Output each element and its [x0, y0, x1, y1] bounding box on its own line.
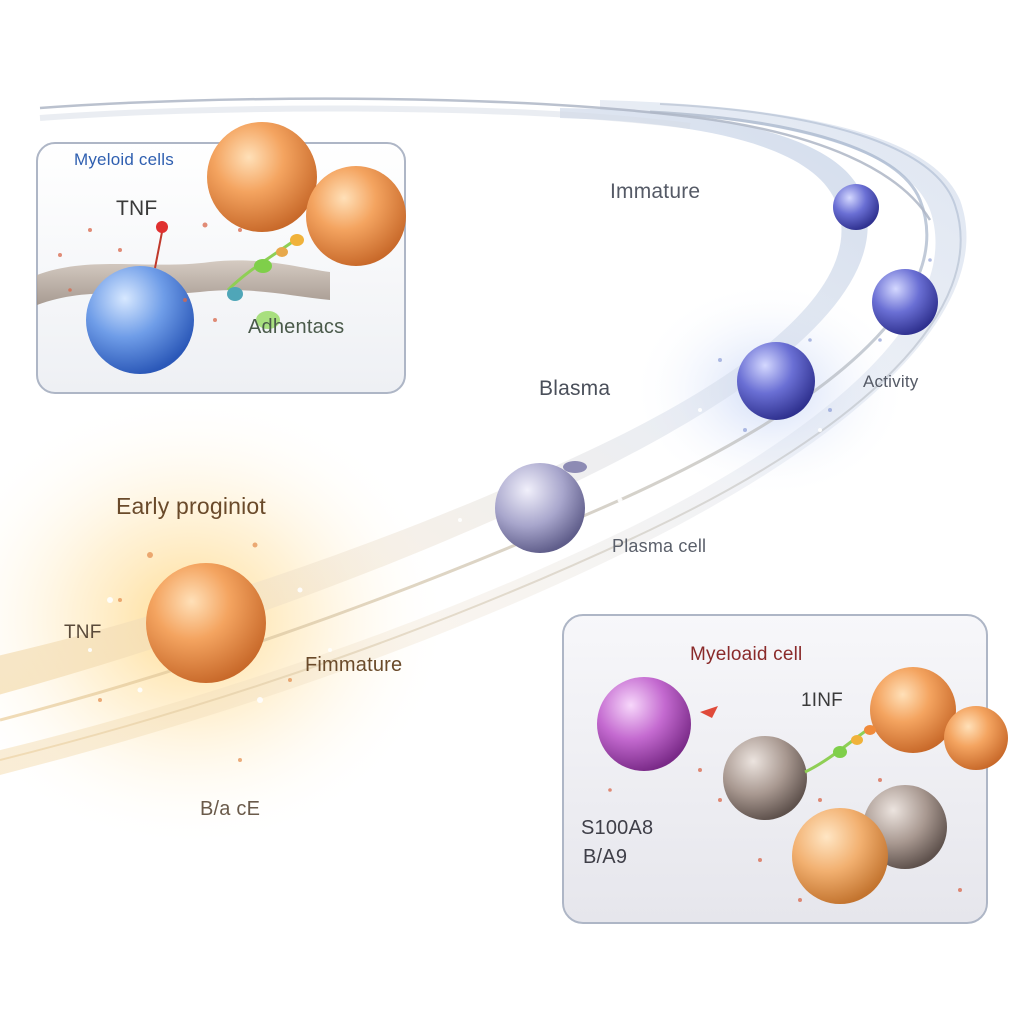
top-panel-tnf-label: TNF: [116, 197, 158, 220]
blasma-label: Blasma: [539, 377, 611, 400]
top-panel-adhesion-label: Adhentacs: [248, 316, 345, 338]
top-panel-title: Myeloid cells: [74, 150, 174, 169]
s100a8-label: S100A8: [581, 817, 654, 839]
bottom-panel-tnf-label: 1INF: [801, 690, 843, 711]
b-a9-label: B/A9: [583, 846, 628, 868]
fimmature-label: Fimmature: [305, 654, 403, 676]
tnf-left-label: TNF: [64, 622, 102, 643]
immature-label: Immature: [610, 180, 701, 203]
plasma-cell-label: Plasma cell: [612, 536, 707, 556]
early-progenitor-label: Early proginiot: [116, 493, 267, 519]
bottom-panel-title: Myeloaid cell: [690, 644, 803, 665]
activity-label: Activity: [863, 372, 919, 391]
bottom-left-text: B/a cE: [200, 798, 261, 820]
